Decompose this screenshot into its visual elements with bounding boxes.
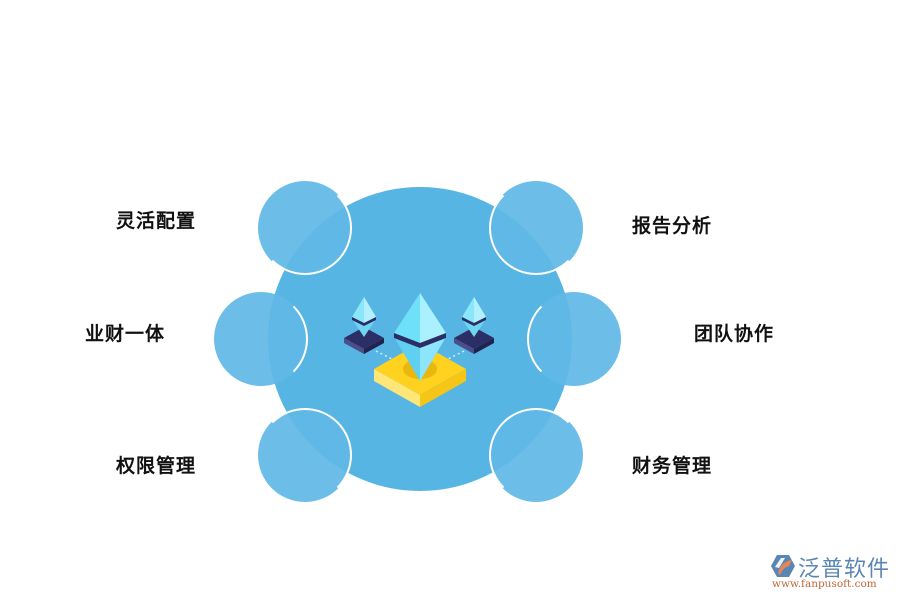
node-circle-permission <box>258 408 352 502</box>
fanpusoft-logo: 泛普软件 www.fanpusoft.com <box>770 551 895 591</box>
node-label-finance-mgmt: 财务管理 <box>632 455 713 477</box>
node-label-team-collab: 团队协作 <box>694 323 775 345</box>
node-circle-finance-mgmt <box>489 408 583 502</box>
fanpusoft-logo-icon <box>771 555 795 577</box>
node-circle-flexible-config <box>258 181 352 275</box>
node-label-report-analysis: 报告分析 <box>632 215 713 237</box>
node-label-flexible-config: 灵活配置 <box>116 210 197 232</box>
logo-brand-name: 泛普软件 <box>798 557 891 582</box>
node-circle-team-collab <box>527 292 621 386</box>
node-circle-business-finance <box>214 292 308 386</box>
node-label-permission: 权限管理 <box>116 455 197 477</box>
logo-url: www.fanpusoft.com <box>772 578 877 590</box>
node-circle-report-analysis <box>489 181 583 275</box>
ethereum-blockchain-isometric-icon <box>344 293 494 407</box>
node-label-business-finance: 业财一体 <box>85 323 166 345</box>
